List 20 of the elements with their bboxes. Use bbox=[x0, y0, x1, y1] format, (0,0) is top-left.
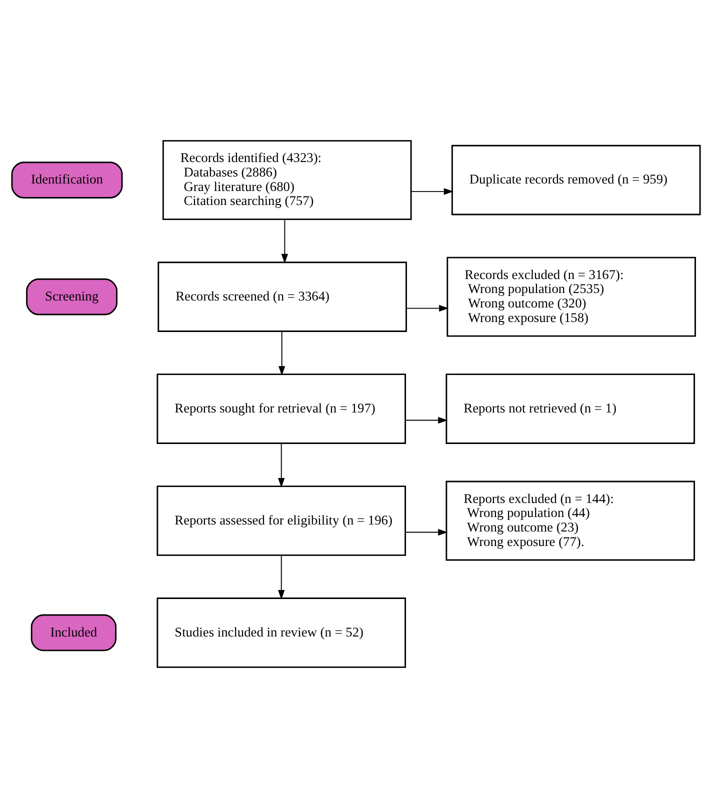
arrow bbox=[405, 528, 448, 536]
node-box: Records excluded (n = 3167): Wrong population (2535) Wrong outcome (320) Wrong exposure (158) bbox=[446, 256, 696, 337]
node-box: Duplicate records removed (n = 959) bbox=[451, 144, 701, 216]
node-box: Reports sought for retrieval (n = 197) bbox=[156, 374, 406, 444]
arrow bbox=[410, 188, 454, 195]
node-box: Included bbox=[30, 614, 117, 652]
node-box: Reports not retrieved (n = 1) bbox=[446, 374, 696, 444]
arrow bbox=[406, 304, 449, 312]
node-box: Studies included in review (n = 52) bbox=[156, 598, 406, 668]
node-box: Screening bbox=[26, 278, 118, 316]
arrow bbox=[278, 330, 286, 376]
node-box: Identification bbox=[11, 162, 123, 198]
node-box: Records identified (4323): Databases (2886) Gray literature (680) Citation searching (757) bbox=[162, 140, 412, 220]
arrow bbox=[278, 442, 285, 488]
arrow bbox=[278, 554, 285, 600]
arrow bbox=[281, 219, 288, 264]
node-box: Reports excluded (n = 144): Wrong population (44) Wrong outcome (23) Wrong exposure (77). bbox=[446, 480, 696, 561]
node-box: Records screened (n = 3364) bbox=[158, 262, 407, 332]
node-box: Reports assessed for eligibility (n = 196) bbox=[156, 486, 406, 556]
arrow bbox=[405, 416, 448, 424]
